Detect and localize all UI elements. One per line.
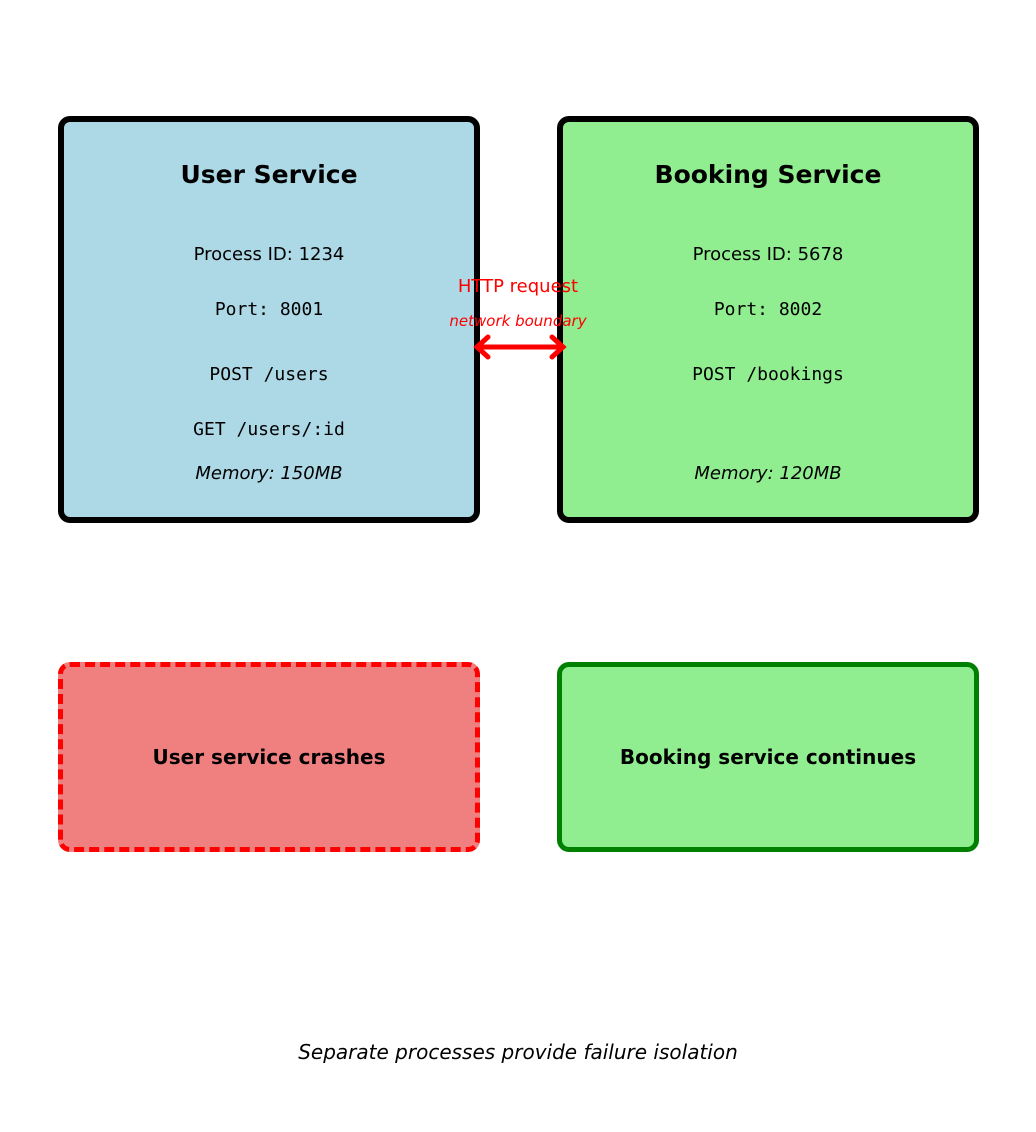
- booking-service-memory: Memory: 120MB: [694, 463, 842, 484]
- user-service-endpoint: GET /users/:id: [193, 419, 345, 440]
- booking-service-endpoint: POST /bookings: [692, 364, 844, 385]
- continue-outcome-text: Booking service continues: [619, 745, 917, 769]
- booking-service-title: Booking Service: [654, 160, 882, 189]
- user-service-process-id: Process ID: 1234: [193, 244, 345, 265]
- user-service-port: Port: 8001: [214, 299, 324, 320]
- booking-service-box: Booking Service Process ID: 5678 Port: 8…: [557, 116, 979, 523]
- http-request-label: HTTP request: [457, 276, 579, 297]
- continue-outcome-box: Booking service continues: [557, 662, 979, 852]
- arrow-head-right: [549, 334, 567, 360]
- bidirectional-arrow: [473, 334, 567, 360]
- booking-service-process-id: Process ID: 5678: [692, 244, 844, 265]
- user-service-memory: Memory: 150MB: [195, 463, 343, 484]
- diagram-caption: Separate processes provide failure isola…: [298, 1040, 738, 1064]
- arrow-head-left: [473, 334, 491, 360]
- crash-outcome-text: User service crashes: [152, 745, 386, 769]
- network-boundary-label: network boundary: [449, 312, 587, 330]
- user-service-box: User Service Process ID: 1234 Port: 8001…: [58, 116, 480, 523]
- user-service-endpoint: POST /users: [209, 364, 329, 385]
- crash-outcome-box: User service crashes: [58, 662, 480, 852]
- booking-service-port: Port: 8002: [713, 299, 823, 320]
- user-service-title: User Service: [180, 160, 358, 189]
